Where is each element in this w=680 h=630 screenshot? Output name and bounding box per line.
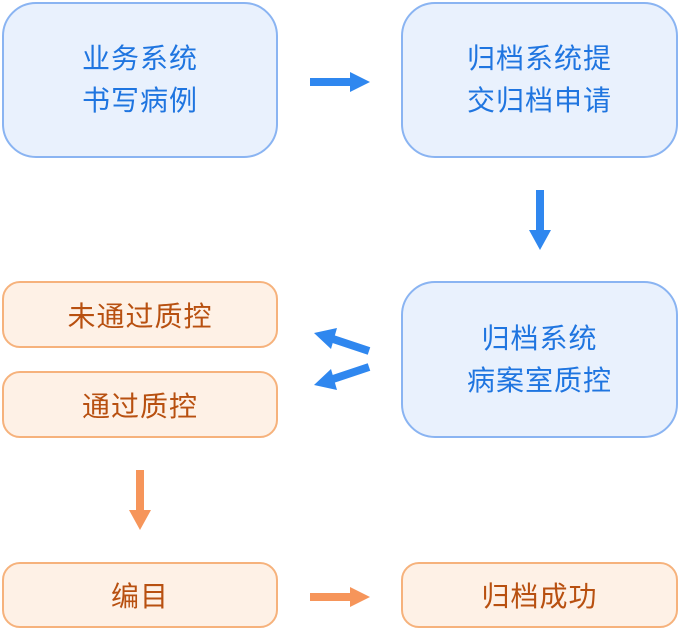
node-archive-success: 归档成功 (401, 562, 678, 628)
node-business-write-record-line-1: 业务系统 (81, 42, 198, 75)
arrow-right-catalog-to-success-icon (310, 587, 370, 607)
node-archive-quality-control-line-1: 归档系统 (481, 321, 598, 355)
node-archive-submit-request: 归档系统提 交归档申请 (401, 2, 678, 158)
arrow-qc-to-passed-icon (314, 363, 371, 390)
arrow-right-write-to-submit-icon (310, 72, 370, 92)
node-archive-quality-control-line-2: 病案室质控 (466, 363, 612, 397)
node-archive-success-label: 归档成功 (481, 580, 598, 613)
node-business-write-record: 业务系统 书写病例 (2, 2, 278, 158)
node-archive-quality-control: 归档系统 病案室质控 (401, 281, 678, 438)
node-catalog: 编目 (2, 562, 278, 628)
node-catalog-label: 编目 (110, 580, 169, 613)
node-qc-passed-label: 通过质控 (81, 389, 198, 423)
arrow-down-passed-to-catalog-icon (129, 470, 151, 530)
arrow-qc-to-failed-icon (314, 328, 371, 355)
node-qc-failed: 未通过质控 (2, 281, 278, 348)
node-archive-submit-request-line-2: 交归档申请 (466, 84, 612, 117)
node-qc-failed-label: 未通过质控 (67, 299, 213, 333)
node-archive-submit-request-line-1: 归档系统提 (466, 42, 612, 75)
arrow-down-submit-to-qc-icon (529, 190, 551, 250)
node-qc-passed: 通过质控 (2, 371, 278, 438)
node-business-write-record-line-2: 书写病例 (81, 84, 198, 117)
